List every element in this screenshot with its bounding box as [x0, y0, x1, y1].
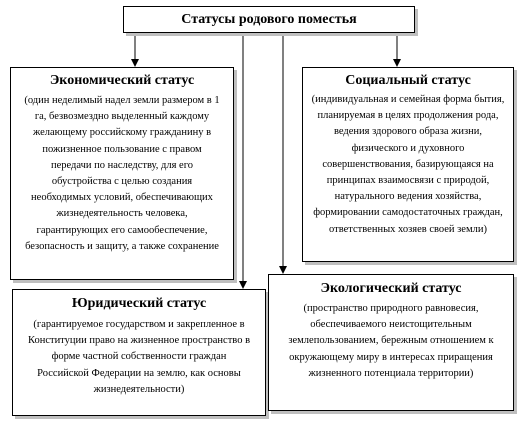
root-status-box: Статусы родового поместья [123, 6, 415, 33]
economic-line: гарантирующих его самообеспечение, [36, 224, 208, 236]
social-line: физического и духовного [351, 142, 465, 154]
economic-line: (один неделимый надел земли размером в 1 [24, 95, 220, 106]
legal-status-box: Юридический статус (гарантируемое госуда… [12, 289, 266, 416]
social-line: принципах взаимосвязи с природой, [326, 175, 490, 187]
legal-line: (гарантируемое государством и закрепленн… [33, 319, 245, 330]
social-line: ведения здорового образа жизни, [333, 126, 483, 138]
economic-title: Экономический статус [49, 73, 195, 88]
social-line: (индивидуальная и семейная форма бытия, [311, 94, 505, 105]
social-line: совершенствования, базирующаяся на [322, 158, 494, 170]
economic-line: пожизненное пользование с правом [42, 143, 202, 155]
social-description: (индивидуальная и семейная форма бытия, … [303, 92, 513, 238]
economic-line: безопасность и защиту, а также сохранени… [25, 240, 219, 252]
economic-line: передачи по наследству, для его [51, 159, 193, 171]
ecological-line: (пространство природного равновесия, [303, 303, 479, 314]
legal-line: Российской Федерации на землю, как основ… [37, 367, 241, 379]
ecological-status-box: Экологический статус (пространство приро… [268, 274, 514, 411]
ecological-line: окружающему миру в интересах приращения [289, 351, 493, 363]
economic-line: га, безвозмездно выделенный каждому [34, 111, 210, 123]
legal-line: жизнедеятельности) [93, 383, 185, 395]
social-status-box: Социальный статус (индивидуальная и семе… [302, 67, 514, 262]
legal-description: (гарантируемое государством и закрепленн… [13, 317, 265, 398]
ecological-title: Экологический статус [320, 281, 462, 296]
social-line: натурального ведения хозяйства, [334, 191, 482, 203]
legal-line: Конституции право на жизненное пространс… [27, 335, 251, 347]
economic-status-box: Экономический статус (один неделимый над… [10, 67, 234, 280]
economic-line: жизнедеятельность человека, [56, 208, 188, 220]
social-line: ответственных хозяев своей земли) [329, 223, 487, 235]
economic-description: (один неделимый надел земли размером в 1… [11, 93, 233, 255]
legal-title: Юридический статус [71, 296, 207, 311]
economic-line: обустройства с целью создания [51, 176, 193, 188]
ecological-description: (пространство природного равновесия, обе… [269, 301, 513, 382]
ecological-line: жизненного потенциала территории) [308, 367, 474, 379]
ecological-line: обеспечиваемого неистощительным [310, 319, 472, 331]
social-line: планируемая в целях продолжения рода, [317, 110, 499, 122]
ecological-line: землепользованием, бережным отношением к [288, 335, 494, 347]
economic-line: необходимых условий, обеспечивающих [31, 192, 213, 204]
legal-line: форме частной собственности граждан [51, 351, 227, 363]
root-title: Статусы родового поместья [181, 12, 357, 27]
economic-line: желающему российскому гражданину в [32, 127, 212, 139]
social-title: Социальный статус [345, 73, 471, 88]
social-line: формировании самодостаточных граждан, [313, 207, 503, 219]
